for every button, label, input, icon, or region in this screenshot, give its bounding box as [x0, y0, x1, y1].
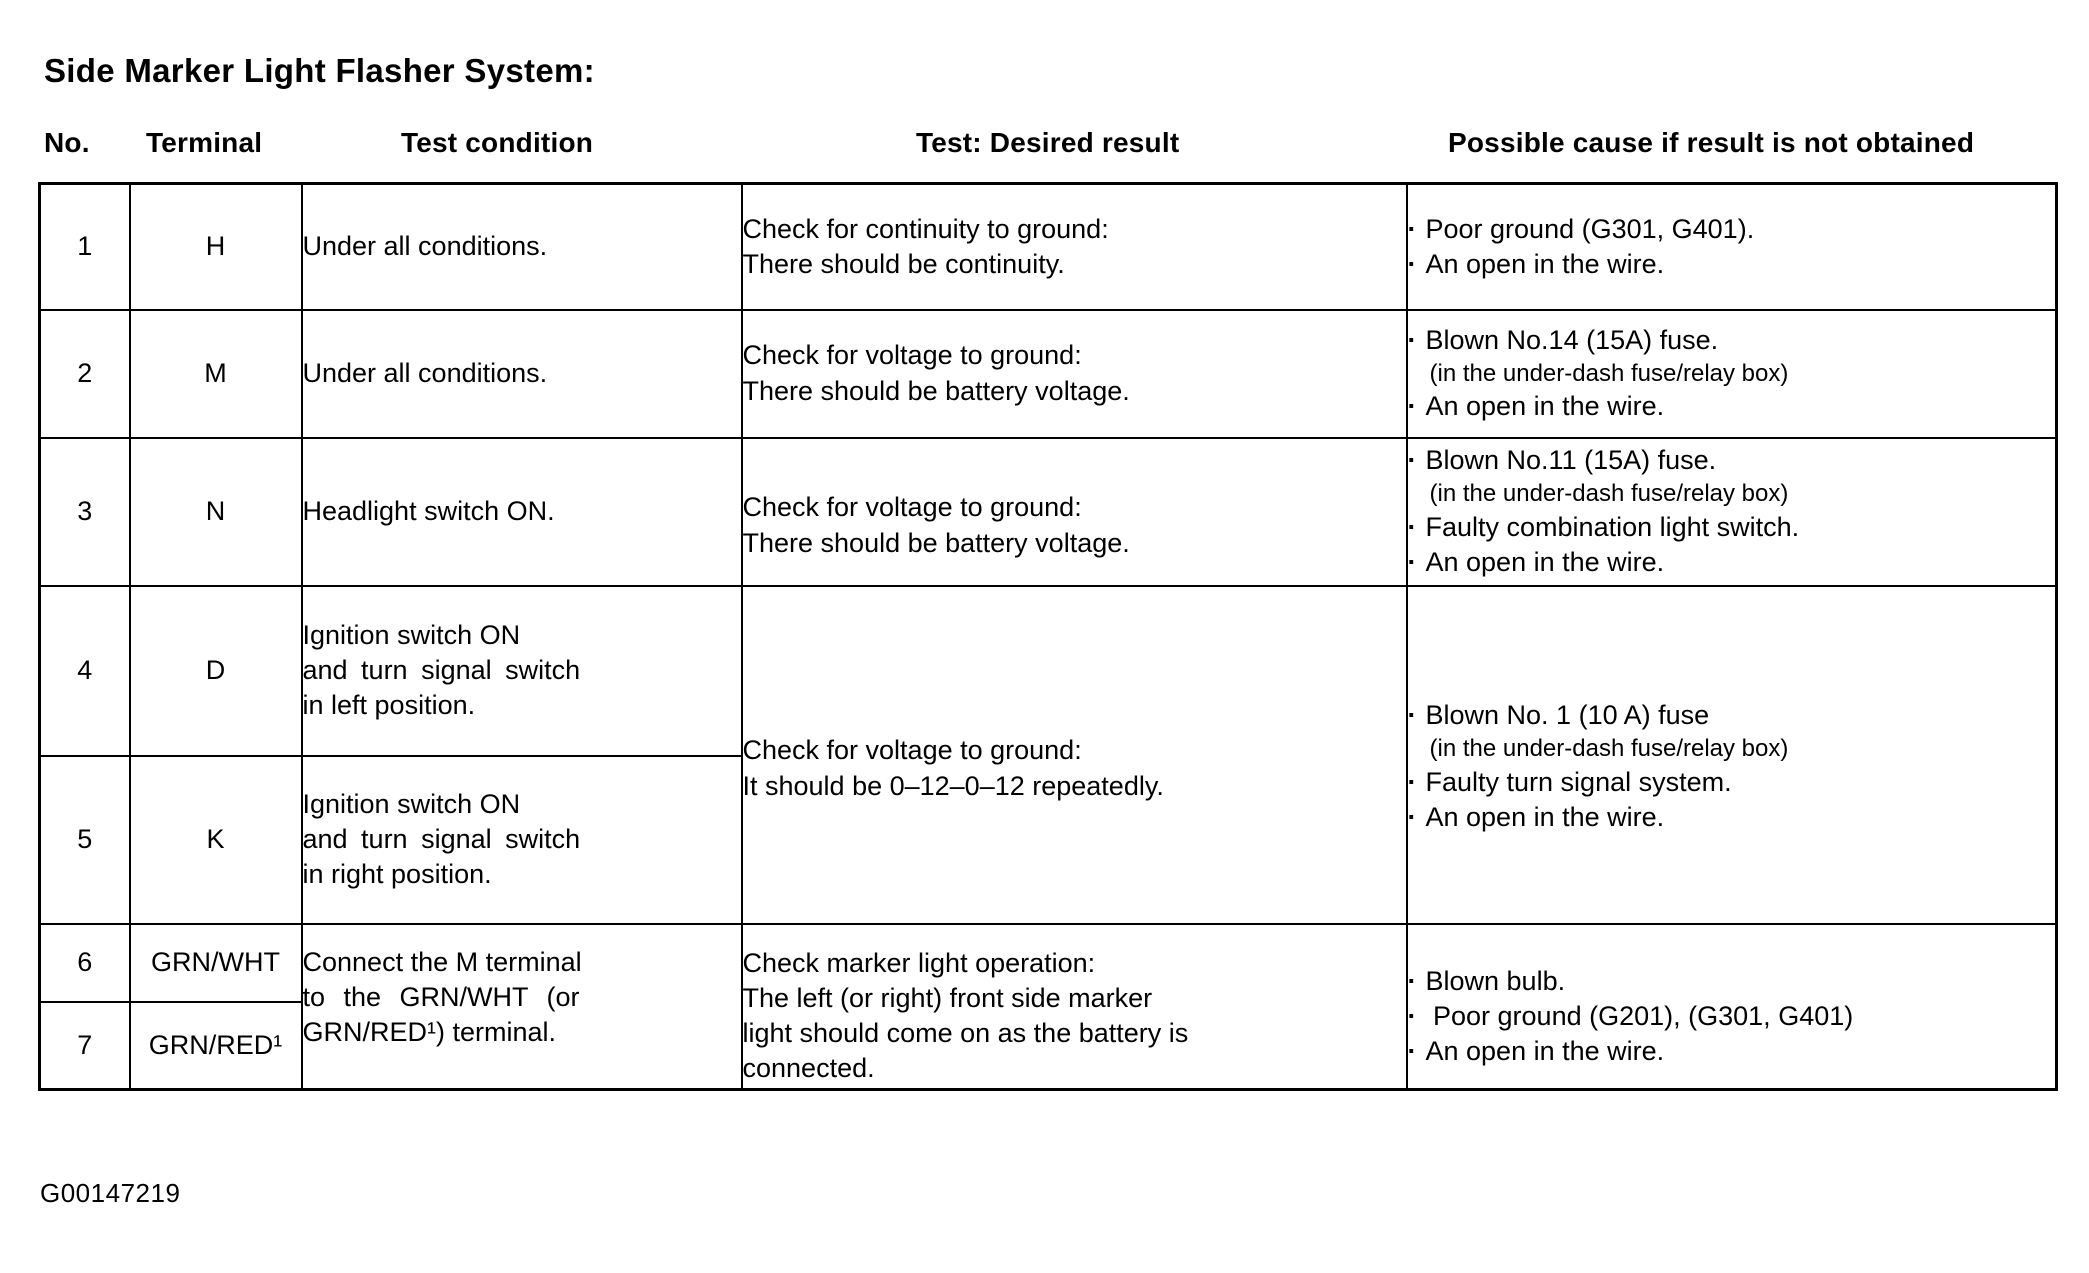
cell-no: 7 [38, 1000, 131, 1091]
cell-terminal: GRN/WHT [128, 922, 303, 1003]
cell-test-result: Check for voltage to ground: It should b… [740, 584, 1408, 925]
cell-test-condition: Headlight switch ON. [300, 436, 743, 587]
table-row: 6 GRN/WHT Connect the M terminal to the … [38, 922, 2058, 1091]
cell-test-condition: Under all conditions. [300, 182, 743, 311]
cell-possible-cause: Blown No.14 (15A) fuse. (in the under-da… [1405, 308, 2058, 439]
cell-no: 3 [38, 436, 131, 587]
cell-no: 6 [38, 922, 131, 1003]
condition-line: to the GRN/WHT (or [302, 981, 580, 1012]
cell-terminal: M [128, 308, 303, 439]
result-line: The left (or right) front side marker [742, 983, 1153, 1014]
result-line: connected. [742, 1053, 875, 1084]
cause-item: Faulty combination light switch. [1408, 510, 2056, 545]
cause-item: An open in the wire. [1408, 545, 2056, 580]
cell-test-condition: Under all conditions. [300, 308, 743, 439]
terminal-label: GRN/RED¹ [148, 1029, 283, 1060]
cell-terminal: H [128, 182, 303, 311]
cell-no: 2 [38, 308, 131, 439]
cause-item: Blown bulb. [1408, 964, 2056, 999]
cell-terminal: N [128, 436, 303, 587]
cause-item: Poor ground (G301, G401). [1408, 212, 2056, 247]
cause-item: Blown No.11 (15A) fuse. [1408, 443, 2056, 478]
cause-item: Blown No.14 (15A) fuse. [1408, 323, 2056, 358]
condition-line: GRN/RED¹) terminal. [302, 1016, 557, 1047]
cell-test-result: Check for voltage to ground: There shoul… [740, 436, 1408, 587]
cause-item: An open in the wire. [1408, 800, 2056, 835]
condition-line: Headlight switch ON. [302, 495, 555, 526]
condition-line: and turn signal switch [302, 823, 581, 854]
troubleshooting-table: 1 H Under all conditions. Check for cont… [38, 182, 2058, 1091]
column-header-test-result: Test: Desired result [916, 127, 1180, 158]
condition-line: Ignition switch ON [302, 788, 521, 819]
cause-item: Faulty turn signal system. [1408, 765, 2056, 800]
condition-line: Ignition switch ON [302, 619, 521, 650]
table-row: 2 M Under all conditions. Check for volt… [38, 308, 2058, 439]
condition-line: and turn signal switch [302, 654, 581, 685]
cell-possible-cause: Blown bulb. Poor ground (G201), (G301, G… [1405, 922, 2058, 1091]
result-line: There should be continuity. [742, 248, 1065, 279]
result-line: Check for continuity to ground: [742, 213, 1109, 244]
condition-line: in right position. [302, 859, 492, 890]
condition-line: Connect the M terminal [302, 946, 582, 977]
column-header-terminal: Terminal [146, 127, 263, 158]
cell-test-result: Check marker light operation: The left (… [740, 922, 1408, 1091]
column-header-no: No. [44, 127, 90, 158]
cell-terminal: K [128, 754, 303, 925]
column-header-possible-cause: Possible cause if result is not obtained [1448, 127, 1975, 158]
result-line: There should be battery voltage. [742, 527, 1130, 558]
cell-test-result: Check for continuity to ground: There sh… [740, 182, 1408, 311]
cell-possible-cause: Poor ground (G301, G401). An open in the… [1405, 182, 2058, 311]
table-row: 4 D Ignition switch ON and turn signal s… [38, 584, 2058, 925]
table-row: 7 GRN/RED¹ [38, 1000, 2057, 1091]
cell-test-condition: Ignition switch ON and turn signal switc… [300, 754, 743, 925]
cell-terminal: D [128, 584, 303, 757]
cell-no: 1 [38, 182, 131, 311]
result-line: Check marker light operation: [742, 948, 1096, 979]
condition-line: Under all conditions. [302, 357, 548, 388]
cause-item: An open in the wire. [1408, 247, 2056, 282]
cell-possible-cause: Blown No.11 (15A) fuse. (in the under-da… [1405, 436, 2058, 587]
result-line: light should come on as the battery is [742, 1018, 1189, 1049]
cell-test-condition: Connect the M terminal to the GRN/WHT (o… [300, 922, 743, 1091]
cause-subnote: (in the under-dash fuse/relay box) [1429, 735, 1789, 763]
result-line: Check for voltage to ground: [742, 492, 1082, 523]
table-column-headers: No. Terminal Test condition Test: Desire… [38, 127, 2055, 171]
condition-line: in left position. [302, 690, 476, 721]
cell-possible-cause: Blown No. 1 (10 A) fuse (in the under-da… [1405, 584, 2058, 925]
column-header-test-condition: Test condition [401, 127, 594, 158]
figure-code: G00147219 [40, 1178, 181, 1208]
cause-subnote: (in the under-dash fuse/relay box) [1429, 480, 1789, 508]
cell-terminal: GRN/RED¹ [128, 1000, 303, 1091]
cause-item: Blown No. 1 (10 A) fuse [1408, 698, 2056, 733]
result-line: There should be battery voltage. [742, 375, 1130, 406]
result-line: It should be 0‒12‒0‒12 repeatedly. [742, 770, 1164, 801]
cause-item: An open in the wire. [1408, 389, 2056, 424]
cause-item: An open in the wire. [1408, 1034, 2056, 1069]
result-line: Check for voltage to ground: [742, 340, 1082, 371]
result-line: Check for voltage to ground: [742, 735, 1082, 766]
cell-no: 5 [38, 754, 131, 925]
table-row: 3 N Headlight switch ON. Check for volta… [38, 436, 2058, 587]
cause-subnote: (in the under-dash fuse/relay box) [1429, 359, 1789, 387]
cell-test-result: Check for voltage to ground: There shoul… [740, 308, 1408, 439]
cause-item: Poor ground (G201), (G301, G401) [1408, 999, 2056, 1034]
page-title: Side Marker Light Flasher System: [44, 52, 595, 89]
cell-test-condition: Ignition switch ON and turn signal switc… [300, 584, 743, 757]
table-row: 1 H Under all conditions. Check for cont… [38, 182, 2058, 311]
condition-line: Under all conditions. [302, 231, 548, 262]
cell-no: 4 [38, 584, 131, 757]
table-row: 5 K Ignition switch ON and turn signal s… [38, 754, 2057, 925]
